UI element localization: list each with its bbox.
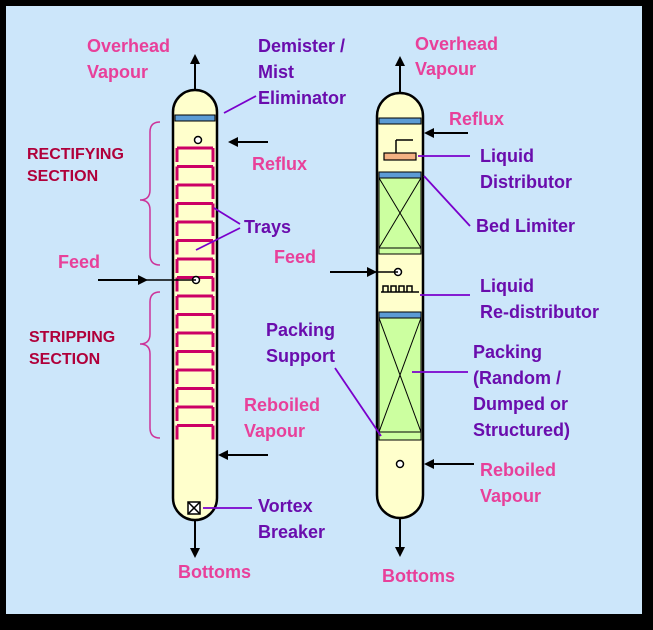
- vortex-breaker-symbol: [187, 501, 201, 515]
- liquid-distributor-tray: [383, 152, 417, 161]
- liquid-redistributor-symbol: [381, 285, 419, 293]
- rectifying-brace: [139, 121, 161, 266]
- demister-leader: [223, 95, 257, 114]
- tray: [175, 146, 215, 162]
- right-feed-label: Feed: [274, 247, 316, 267]
- tray: [175, 202, 215, 218]
- packing-support-leader: [334, 367, 382, 437]
- bed-limiter-mesh: [378, 171, 422, 179]
- stripping-brace: [139, 291, 161, 439]
- upper-packing-bed: [378, 177, 422, 249]
- packing-support-grid: [378, 431, 422, 441]
- tray: [175, 183, 215, 199]
- tray: [175, 424, 215, 440]
- tray: [175, 387, 215, 403]
- packed-column: [375, 91, 425, 520]
- tray: [175, 405, 215, 421]
- tray: [175, 313, 215, 329]
- left-bottoms-label: Bottoms: [178, 562, 251, 582]
- tray-column-leaders: [195, 95, 257, 509]
- diagram-background: [6, 6, 642, 614]
- tray: [175, 239, 215, 255]
- tray: [175, 165, 215, 181]
- tray: [175, 331, 215, 347]
- right-reflux-label: Reflux: [449, 109, 504, 129]
- lower-bed-limiter: [378, 311, 422, 319]
- left-feed-label: Feed: [58, 252, 100, 272]
- upper-support: [378, 247, 422, 255]
- packed-column-leaders: [334, 155, 471, 437]
- right-bottoms-label: Bottoms: [382, 566, 455, 586]
- bed-limiter-leader: [423, 175, 471, 227]
- packed-column-arrows: [330, 56, 474, 557]
- trays-leader-2: [195, 227, 241, 251]
- tray-column: [171, 88, 219, 522]
- lower-packing-bed: [378, 317, 422, 433]
- demister-pad: [174, 114, 216, 122]
- tray: [175, 257, 215, 273]
- tray: [175, 368, 215, 384]
- tray: [175, 220, 215, 236]
- trays-label: Trays: [244, 217, 291, 237]
- bed-limiter-label: Bed Limiter: [476, 216, 575, 236]
- left-reflux-label: Reflux: [252, 154, 307, 174]
- section-braces: [139, 121, 161, 439]
- trays-leader-1: [213, 207, 241, 225]
- tray: [175, 294, 215, 310]
- tray-column-arrows: [98, 54, 268, 558]
- top-mesh: [378, 117, 422, 125]
- tray: [175, 350, 215, 366]
